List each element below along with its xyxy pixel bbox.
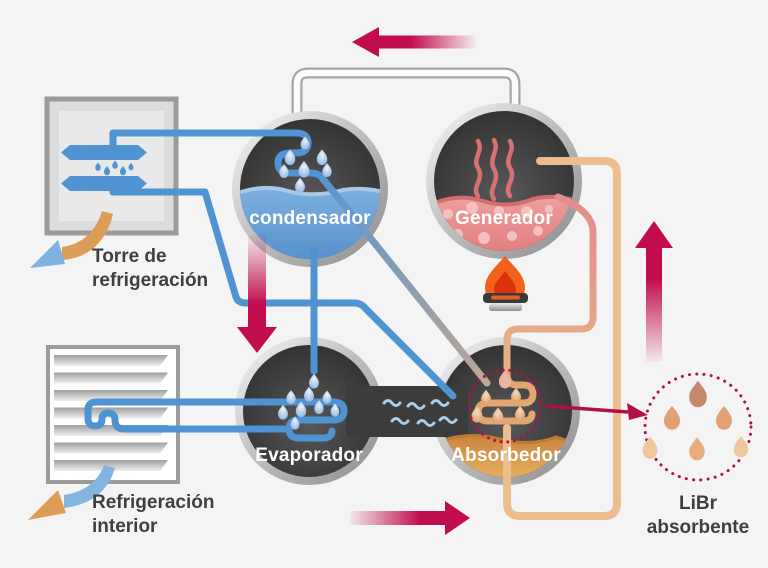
- vapor-pipe: [291, 67, 521, 151]
- solution-bubbles-icon: [443, 202, 553, 251]
- flow-arrow-down-icon: [237, 235, 277, 353]
- chilled-water-pipes: [84, 398, 348, 442]
- cooling-tower-inner-panel: [59, 111, 164, 221]
- hot-solution-pipe: [503, 193, 597, 378]
- burner-icon: [483, 293, 528, 311]
- generator-vessel: [426, 103, 582, 259]
- absorber-label: Absorbedor: [451, 445, 561, 466]
- flow-arrow-right-icon: [350, 501, 470, 535]
- libr-dotted-circle: [643, 372, 753, 482]
- evaporator-coil-icon: [285, 407, 348, 442]
- condenser-coil-icon: [109, 129, 327, 183]
- cooling-tower-label-line1: Torre de: [92, 246, 167, 267]
- condenser-vessel: [232, 111, 388, 267]
- libr-label-line1: LiBr: [679, 493, 718, 514]
- evaporator-label: Evaporador: [255, 445, 363, 466]
- tower-return-pipe: [109, 182, 457, 400]
- condenser-to-absorber-pipe: [319, 175, 491, 387]
- cooling-tower: [30, 96, 179, 268]
- generator-label: Generador: [455, 208, 553, 229]
- libr-pointer-arrow-icon: [545, 403, 648, 420]
- cooling-water-pipes: [109, 129, 457, 400]
- warm-air-arrowhead-icon: [28, 490, 66, 520]
- fan-louver-icon: [61, 145, 147, 191]
- evaporator-interior: [243, 345, 375, 477]
- warm-air-out-swoosh-icon: [62, 211, 113, 260]
- chilled-supply-pipe: [84, 398, 348, 433]
- interior-cooling-label-line2: interior: [92, 516, 158, 537]
- cooling-tower-label-line2: refrigeración: [92, 270, 208, 291]
- interior-cooling-unit: [28, 345, 180, 520]
- absorber-coil-icon: [474, 370, 537, 425]
- radiator-louvers-icon: [54, 355, 168, 471]
- condenser-label: condensador: [249, 208, 371, 229]
- interior-cooling-label-line1: Refrigeración: [92, 492, 214, 513]
- evaporator-vessel: [235, 337, 383, 485]
- heat-waves-icon: [473, 137, 515, 202]
- flow-arrow-up-icon: [635, 221, 673, 362]
- flow-arrow-left-icon: [352, 27, 476, 57]
- air-arrowhead-icon: [30, 240, 65, 268]
- cool-air-out-swoosh-icon: [64, 465, 115, 508]
- libr-absorbent: LiBr absorbente: [642, 372, 753, 538]
- solution-loop-pipe: [503, 157, 621, 520]
- libr-label-line2: absorbente: [647, 517, 749, 538]
- absorber-highlight-dotted-circle: [467, 368, 543, 444]
